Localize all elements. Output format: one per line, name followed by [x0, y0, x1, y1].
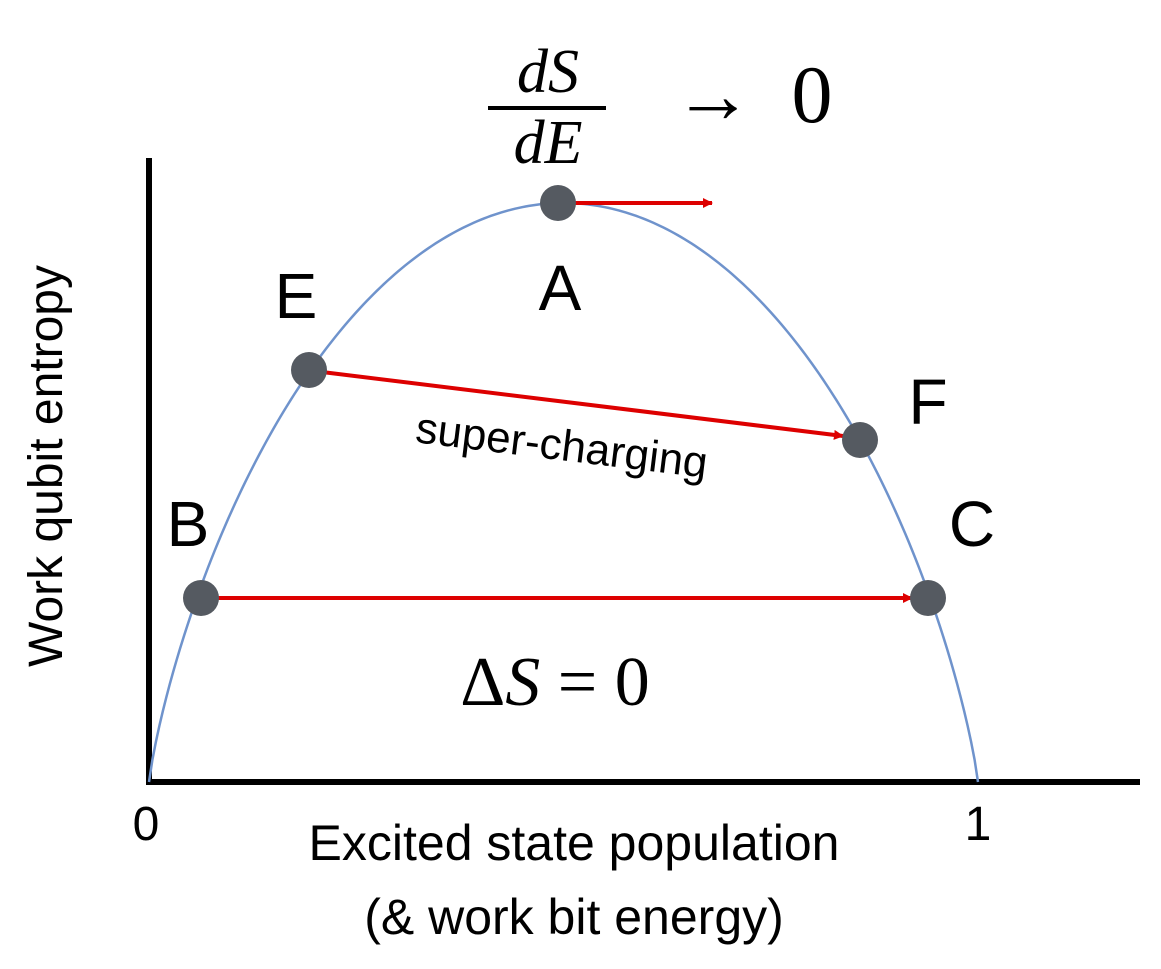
- x-tick-1: 1: [965, 798, 992, 851]
- point-c: [910, 580, 946, 616]
- formula-denominator: dE: [514, 109, 583, 177]
- point-e: [291, 352, 327, 388]
- label-a: A: [539, 252, 582, 324]
- x-axis-label-line1: Excited state population: [309, 815, 840, 871]
- label-b: B: [167, 488, 210, 560]
- label-f: F: [908, 366, 947, 438]
- point-a: [540, 185, 576, 221]
- formula-value: 0: [792, 49, 833, 140]
- top-formula: dS dE → 0: [488, 38, 833, 177]
- label-c: C: [949, 488, 995, 560]
- delta-s-formula: ΔS = 0: [460, 644, 650, 721]
- formula-arrow-icon: →: [673, 52, 753, 140]
- arrow-e-to-f: [321, 370, 844, 440]
- x-tick-0: 0: [133, 798, 160, 851]
- delta-variable: S: [505, 644, 540, 721]
- y-axis-label: Work qubit entropy: [20, 265, 73, 667]
- delta-equals-zero: = 0: [540, 644, 649, 721]
- point-f: [842, 422, 878, 458]
- label-e: E: [275, 260, 318, 332]
- point-b: [183, 580, 219, 616]
- formula-numerator: dS: [517, 38, 579, 106]
- x-axis-label-line2: (& work bit energy): [364, 889, 784, 945]
- delta-symbol: Δ: [460, 644, 505, 721]
